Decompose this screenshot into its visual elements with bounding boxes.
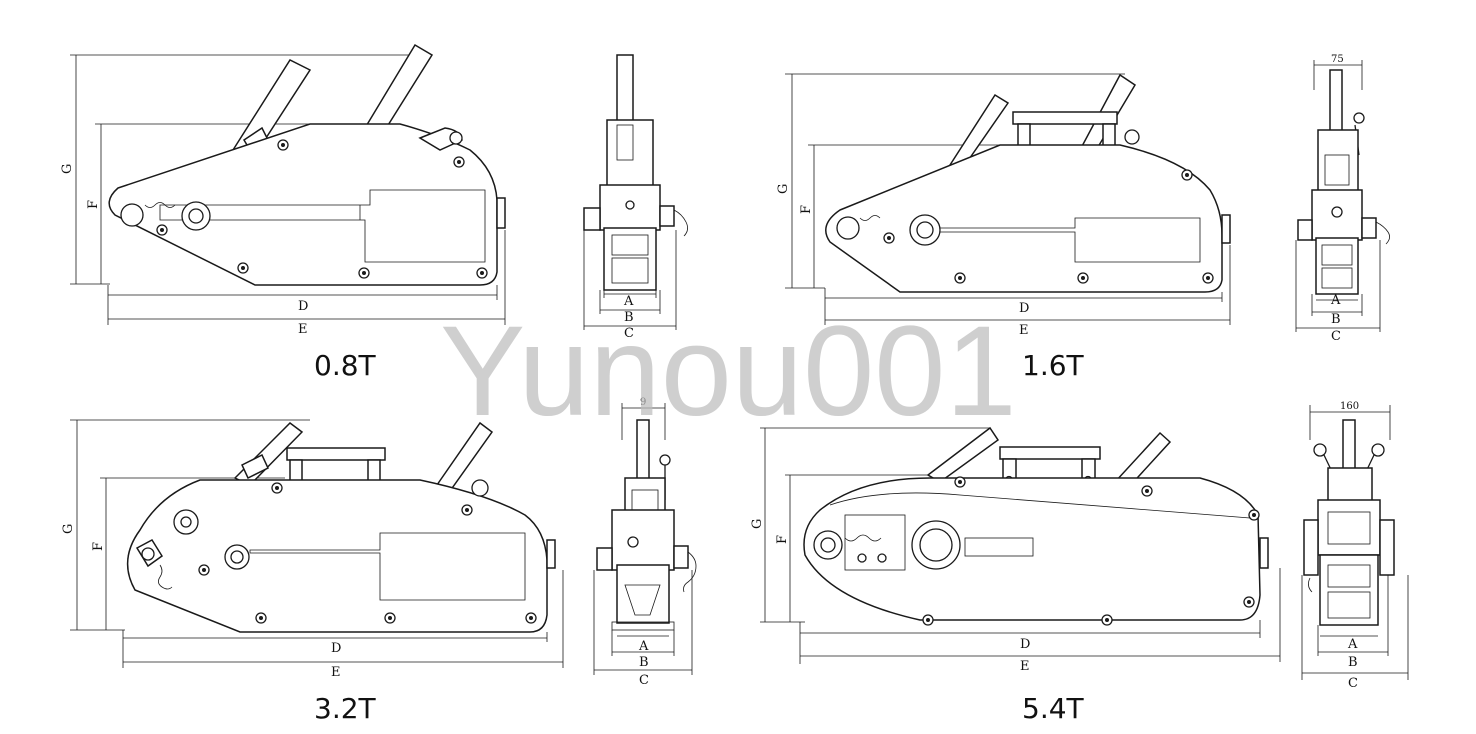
dim-label-d: D bbox=[1020, 637, 1030, 652]
dim-label-a: A bbox=[638, 639, 649, 654]
caption-1.6t: 1.6T bbox=[1022, 349, 1085, 382]
dim-label-f: F bbox=[86, 200, 101, 209]
dim-label-top: 160 bbox=[1340, 401, 1359, 412]
caption-5.4t: 5.4T bbox=[1022, 692, 1085, 725]
dim-label-d: D bbox=[331, 641, 341, 656]
dim-label-f: F bbox=[91, 542, 106, 551]
caption-0.8t: 0.8T bbox=[314, 349, 377, 382]
dim-label-g: G bbox=[750, 519, 765, 529]
dim-label-g: G bbox=[61, 524, 76, 534]
dim-label-e: E bbox=[298, 322, 308, 337]
dim-label-b: B bbox=[639, 655, 649, 670]
dim-label-c: C bbox=[1331, 329, 1341, 344]
side-view-0.8t: G F D E bbox=[60, 43, 506, 337]
dim-label-d: D bbox=[298, 299, 308, 314]
dim-label-c: C bbox=[1348, 676, 1358, 691]
watermark: Yunou001 bbox=[440, 300, 1017, 443]
dim-label-f: F bbox=[799, 205, 814, 214]
dim-label-top: 9 bbox=[640, 397, 646, 408]
dim-label-e: E bbox=[1019, 323, 1029, 338]
side-view-3.2t: G F D E bbox=[61, 419, 564, 680]
dim-label-top: 75 bbox=[1331, 54, 1344, 65]
side-view-1.6t: G F D E bbox=[776, 73, 1231, 338]
dim-label-a: A bbox=[623, 294, 634, 309]
dim-label-b: B bbox=[624, 310, 634, 325]
dim-label-a: A bbox=[1330, 293, 1341, 308]
front-view-1.6t: 75 A B C bbox=[1295, 54, 1390, 344]
dim-label-e: E bbox=[331, 665, 341, 680]
front-view-0.8t: A B C bbox=[583, 54, 688, 341]
dim-label-b: B bbox=[1348, 655, 1358, 670]
front-view-5.4t: 160 A B C bbox=[1301, 401, 1409, 691]
dim-label-d: D bbox=[1019, 301, 1029, 316]
dim-label-c: C bbox=[639, 673, 649, 688]
dim-label-g: G bbox=[776, 184, 791, 194]
front-view-3.2t: 9 A B C bbox=[593, 397, 697, 688]
caption-3.2t: 3.2T bbox=[314, 692, 377, 725]
dim-label-a: A bbox=[1347, 637, 1358, 652]
dim-label-b: B bbox=[1331, 312, 1341, 327]
side-view-5.4t: G F D E bbox=[750, 426, 1281, 674]
dim-label-e: E bbox=[1020, 659, 1030, 674]
dim-label-g: G bbox=[60, 164, 75, 174]
dim-label-c: C bbox=[624, 326, 634, 341]
dim-label-f: F bbox=[775, 535, 790, 544]
